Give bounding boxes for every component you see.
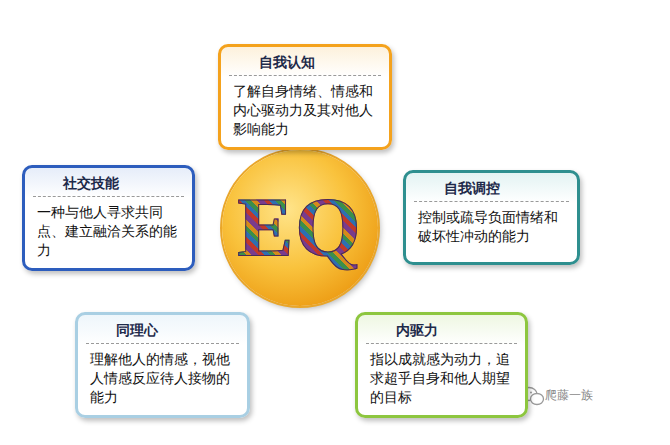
box-body: 一种与他人寻求共同点、建立融洽关系的能力 [25, 197, 192, 268]
box-heading: 同理心 [86, 315, 239, 344]
box-heading: 自我调控 [414, 173, 569, 202]
box-body: 理解他人的情感，视他人情感反应待人接物的能力 [78, 344, 247, 415]
trait-box: 同理心理解他人的情感，视他人情感反应待人接物的能力 [75, 312, 250, 418]
watermark-text: 爬藤一族 [545, 387, 593, 404]
box-heading: 自我认知 [229, 47, 381, 76]
eq-circle: EQ [222, 150, 378, 306]
box-heading: 内驱力 [366, 315, 517, 344]
box-body: 了解自身情绪、情感和内心驱动力及其对他人影响能力 [221, 76, 389, 147]
box-body: 控制或疏导负面情绪和破坏性冲动的能力 [406, 202, 577, 254]
box-heading: 社交技能 [33, 168, 184, 197]
box-body: 指以成就感为动力，追求超乎自身和他人期望的目标 [358, 344, 525, 415]
trait-box: 自我认知了解自身情绪、情感和内心驱动力及其对他人影响能力 [218, 44, 392, 150]
eq-letters: EQ [237, 186, 362, 270]
trait-box: 社交技能一种与他人寻求共同点、建立融洽关系的能力 [22, 165, 195, 271]
trait-box: 自我调控控制或疏导负面情绪和破坏性冲动的能力 [403, 170, 580, 265]
trait-box: 内驱力指以成就感为动力，追求超乎自身和他人期望的目标 [355, 312, 528, 418]
